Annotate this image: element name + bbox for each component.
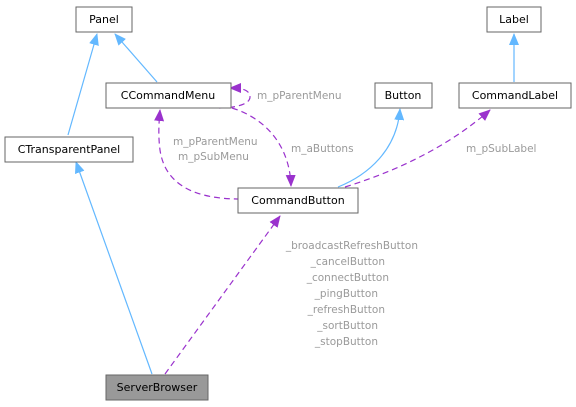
edge-commandbutton-to-serverbrowser [164,215,281,375]
label-sub-menu: m_pSubMenu [178,151,249,163]
label-sub-label: m_pSubLabel [466,143,536,155]
node-ccommandmenu[interactable]: CCommandMenu [105,82,232,109]
node-label-label: Label [499,13,529,26]
node-commandlabel[interactable]: CommandLabel [458,82,572,109]
label-parent-menu: m_pParentMenu [173,136,258,148]
label-stop-button: _stopButton [314,336,378,348]
node-button-label: Button [385,89,422,102]
edge-ccommandmenu-self-parent-menu [218,83,251,109]
label-refresh-button: _refreshButton [307,304,385,316]
node-panel[interactable]: Panel [75,6,133,33]
node-serverbrowser[interactable]: ServerBrowser [105,374,209,401]
label-connect-button: _connectButton [306,272,389,284]
label-broadcast-refresh-button: _broadcastRefreshButton [285,240,418,252]
label-ping-button: _pingButton [314,288,378,300]
label-buttons: m_aButtons [291,143,354,155]
node-commandlabel-label: CommandLabel [472,89,558,102]
edge-commandbutton-to-button [337,108,405,188]
node-label[interactable]: Label [486,6,542,33]
node-serverbrowser-label: ServerBrowser [117,381,198,394]
label-sort-button: _sortButton [316,320,378,332]
node-ctransparentpanel-label: CTransparentPanel [18,143,120,156]
edge-ctransparentpanel-to-panel [67,33,99,136]
edge-ccommandmenu-to-panel [114,33,158,83]
edge-ccommandmenu-to-commandbutton [231,107,296,187]
label-cancel-button: _cancelButton [310,256,385,268]
edge-serverbrowser-to-ctransparentpanel [75,161,153,375]
edge-commandbutton-to-ccommandmenu [154,109,241,200]
node-button[interactable]: Button [374,82,433,109]
node-commandbutton[interactable]: CommandButton [237,187,359,214]
node-panel-label: Panel [89,13,119,26]
server-button-labels: _broadcastRefreshButton _cancelButton _c… [285,240,418,348]
label-self-parent-menu: m_pParentMenu [257,90,342,102]
node-ctransparentpanel[interactable]: CTransparentPanel [4,136,134,163]
node-commandbutton-label: CommandButton [251,194,344,207]
edge-commandlabel-to-commandbutton [344,109,491,188]
node-ccommandmenu-label: CCommandMenu [121,89,215,102]
